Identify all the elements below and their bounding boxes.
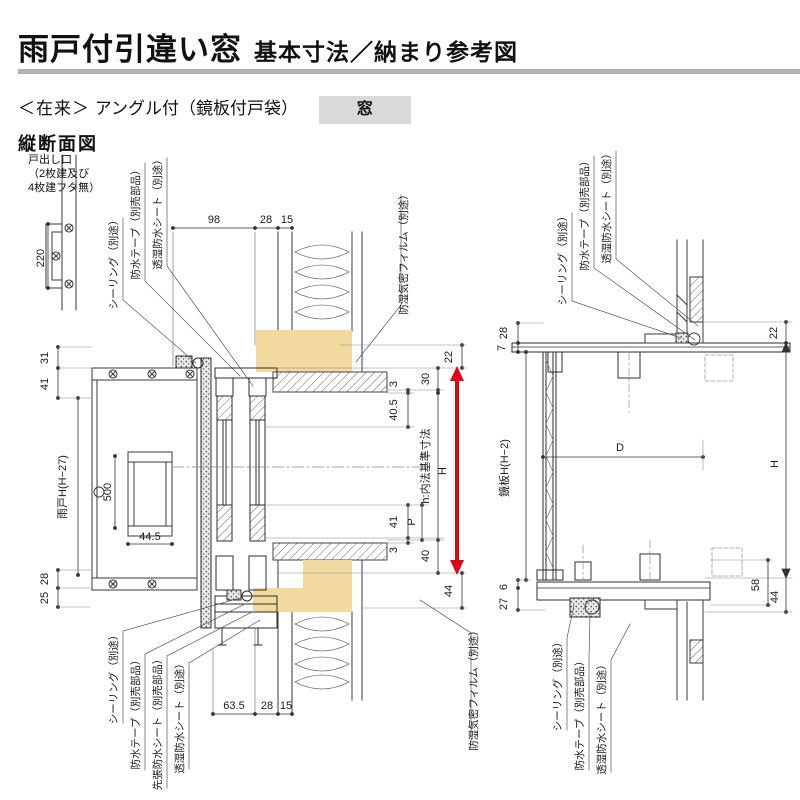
dim-22: 22: [443, 351, 455, 363]
phantom-frame-profiles: [704, 354, 743, 577]
dim-30: 30: [420, 373, 432, 385]
title-divider: [18, 69, 800, 74]
dim-44: 44: [443, 585, 455, 597]
wall-upper: [172, 231, 363, 373]
right-vertical-section: 28 7 鏡板H(H−2) 6 27 D 22 H 58 44 シーリング（別途…: [496, 148, 793, 775]
label-sheet-bottom: 透湿防水シート（別途）: [173, 658, 186, 774]
door-exit-detail: [45, 154, 77, 311]
dimension-lines: [516, 320, 791, 614]
insulation-icon: [294, 616, 350, 690]
shutter-box: [91, 367, 198, 591]
dim-28-bottom: 28: [261, 700, 273, 712]
section-title: 縦断面図: [18, 134, 98, 154]
dim-31: 31: [39, 352, 51, 364]
label-sealing-bottom-right: シーリング（別途）: [551, 637, 564, 732]
dim-amado-h: 雨戸H(H−27): [57, 455, 69, 519]
dim-41-left: 41: [39, 378, 51, 390]
dim-h-naihou: h:内法基準寸法: [418, 428, 432, 503]
dim-63-5: 63.5: [223, 700, 244, 712]
dim-28-top: 28: [260, 214, 272, 226]
label-sheet-top-right: 透湿防水シート（別途）: [600, 148, 613, 264]
top-rail: [511, 342, 791, 413]
sealant-detail: [175, 355, 193, 369]
wood-block-lower2: [253, 588, 303, 612]
dim-98: 98: [208, 214, 220, 226]
label-sakibari-bottom: 先張防水シート（別売部品）: [151, 654, 164, 791]
dim-41-right: 41: [388, 516, 400, 528]
label-tape-top: 防水テープ（別売部品）: [129, 165, 142, 280]
dim-28-right: 28: [498, 327, 510, 339]
dim-15-bottom: 15: [280, 700, 292, 712]
leader-lines: [122, 157, 472, 789]
dim-D: D: [616, 442, 624, 454]
label-tape-top-right: 防水テープ（別売部品）: [578, 156, 591, 271]
dim-7: 7: [496, 345, 508, 351]
subtitle-spec: アングル付（鏡板付戸袋）: [94, 99, 299, 118]
wood-block-upper: [256, 330, 352, 372]
left-vertical-section: 220 98 28 15 31 41 雨戸H(H−27) 28 25 500 4…: [35, 154, 480, 790]
dim-44-right: 44: [769, 591, 781, 603]
dim-p: P: [406, 518, 418, 525]
dim-25: 25: [39, 592, 51, 604]
dimension-labels: 220 98 28 15 31 41 雨戸H(H−27) 28 25 500 4…: [35, 214, 455, 712]
leader-lines: [566, 150, 699, 773]
wall-lower: [212, 559, 363, 715]
height-arrow: [450, 366, 464, 575]
insulation-icon: [294, 244, 350, 320]
dim-500: 500: [102, 483, 114, 501]
dim-3-top: 3: [388, 381, 400, 387]
dimension-labels: 28 7 鏡板H(H−2) 6 27 D 22 H 58 44: [496, 327, 781, 610]
title-main: 雨戸付引違い窓: [18, 32, 242, 67]
annotation-labels: シーリング（別途） 防水テープ（別売部品） 透湿防水シート（別途） 防湿気密フィ…: [107, 154, 480, 790]
bottom-rail: [536, 539, 711, 618]
lintel-hatched: [272, 371, 388, 393]
annotation-labels: シーリング（別途） 防水テープ（別売部品） 透湿防水シート（別途） シーリング（…: [551, 148, 613, 775]
screw-icon: [108, 369, 195, 589]
dim-kagami-h: 鏡板H(H−2): [497, 439, 511, 497]
label-sealing-top-right: シーリング（別途）: [556, 211, 569, 306]
dim-44-5: 44.5: [139, 531, 160, 543]
dim-3-bottom: 3: [388, 547, 400, 553]
storm-shutter-panel: [200, 357, 212, 629]
title-sub: 基本寸法／納まり参考図: [254, 39, 518, 65]
page-title: 雨戸付引違い窓基本寸法／納まり参考図: [18, 24, 518, 69]
dim-40: 40: [420, 550, 432, 562]
label-tape-bottom-right: 防水テープ（別売部品）: [573, 656, 586, 771]
label-sealing-bottom: シーリング（別途）: [107, 630, 120, 725]
label-sheet-bottom-right: 透湿防水シート（別途）: [595, 659, 608, 775]
dim-15-top: 15: [281, 214, 293, 226]
dim-58: 58: [750, 579, 762, 591]
screw-icon: [51, 223, 74, 289]
dim-220: 220: [35, 249, 47, 267]
dim-22-right: 22: [768, 327, 780, 339]
extension-lines: [515, 321, 793, 613]
dim-6: 6: [498, 584, 510, 590]
subtitle-tradition: ＜在来＞: [18, 99, 90, 118]
wood-block-lower: [303, 560, 352, 612]
sill-hatched: [272, 542, 388, 561]
window-frame-section: [171, 355, 421, 646]
label-tape-bottom: 防水テープ（別売部品）: [129, 655, 142, 770]
dim-40-5: 40.5: [388, 399, 400, 420]
dim-27: 27: [498, 598, 510, 610]
dim-H: H: [437, 467, 449, 475]
label-film-top: 防湿気密フィルム（別途）: [397, 189, 410, 315]
wall-right-upper: [644, 239, 704, 346]
label-film-bottom: 防湿気密フィルム（別途）: [467, 625, 480, 751]
dim-28-bottomleft: 28: [39, 573, 51, 585]
window-type-badge: 窓: [318, 95, 411, 124]
label-sealing-top: シーリング（別途）: [107, 215, 120, 310]
label-sheet-top: 透湿防水シート（別途）: [151, 154, 164, 270]
door-exit-note: 戸出し口 （2枚建及び 4枚建フタ無）: [28, 154, 101, 194]
wall-right-lower: [644, 599, 704, 701]
dim-H-right: H: [769, 460, 781, 468]
subtitle: ＜在来＞ アングル付（鏡板付戸袋） 窓: [18, 94, 411, 124]
extension-lines: [57, 344, 467, 609]
mirror-panel: [536, 351, 564, 581]
